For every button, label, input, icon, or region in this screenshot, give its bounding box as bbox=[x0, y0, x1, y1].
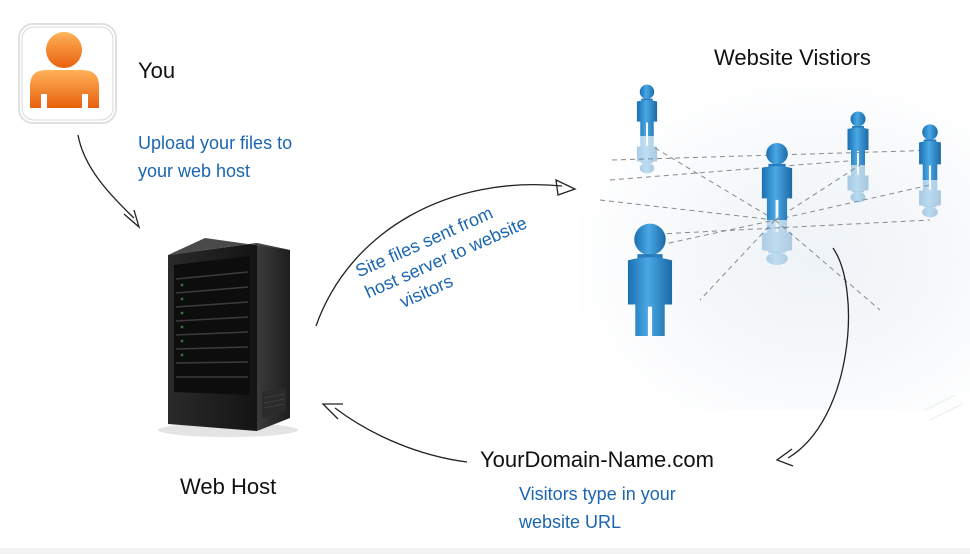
upload-caption-line2: your web host bbox=[138, 161, 251, 181]
upload-caption-line1: Upload your files to bbox=[138, 133, 293, 153]
domain-name-label: YourDomain-Name.com bbox=[480, 447, 714, 472]
faint-decoration bbox=[924, 394, 963, 421]
web-host-label: Web Host bbox=[180, 474, 277, 499]
domain-caption: Visitors type in your website URL bbox=[519, 480, 676, 536]
visitor-figure-icon bbox=[627, 223, 673, 336]
visitor-figure-icon bbox=[919, 124, 941, 180]
visitor-figure-icon bbox=[761, 220, 793, 265]
network-lines bbox=[599, 147, 941, 311]
user-icon bbox=[18, 23, 117, 124]
visitor-figure-icon bbox=[636, 84, 658, 136]
visitor-figure-icon bbox=[636, 136, 658, 174]
website-visitors-title: Website Vistiors bbox=[714, 45, 871, 70]
server-icon bbox=[158, 238, 298, 437]
visitor-figure-icon bbox=[761, 142, 793, 220]
you-label: You bbox=[138, 58, 176, 83]
arrow-icon bbox=[77, 134, 850, 467]
upload-caption: Upload your files to your web host bbox=[138, 129, 292, 185]
domain-caption-line1: Visitors type in your bbox=[519, 484, 676, 504]
bottom-divider bbox=[0, 548, 970, 554]
visitor-figure-icon bbox=[847, 111, 869, 165]
domain-caption-line2: website URL bbox=[519, 512, 622, 532]
visitor-figure-icon bbox=[919, 180, 941, 218]
